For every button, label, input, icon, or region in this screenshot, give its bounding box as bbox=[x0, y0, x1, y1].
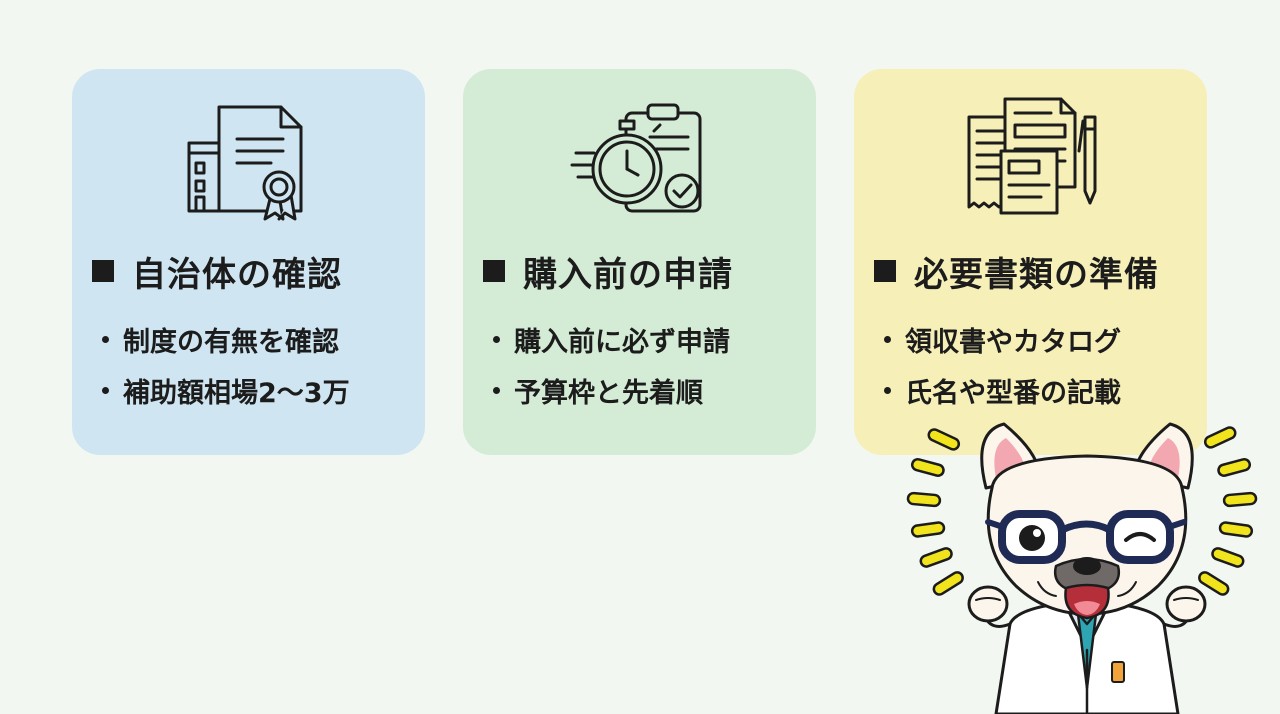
bullet-text: 購入前に必ず申請 bbox=[514, 326, 730, 358]
certificate-document-icon bbox=[179, 91, 319, 221]
list-item: 領収書やカタログ bbox=[884, 317, 1199, 361]
bullet-dot-icon bbox=[102, 386, 109, 394]
list-item: 補助額相場2〜3万 bbox=[102, 368, 417, 412]
title-square-icon bbox=[874, 260, 896, 282]
bullet-text: 予算枠と先着順 bbox=[514, 377, 703, 409]
card-document-preparation: 必要書類の準備 領収書やカタログ 氏名や型番の記載 bbox=[854, 69, 1207, 455]
card-title-text: 必要書類の準備 bbox=[914, 254, 1159, 295]
card-municipality-check: 自治体の確認 制度の有無を確認 補助額相場2〜3万 bbox=[72, 69, 425, 455]
bullet-dot-icon bbox=[884, 386, 891, 394]
bullet-text: 氏名や型番の記載 bbox=[905, 377, 1121, 409]
bullet-list: 領収書やカタログ 氏名や型番の記載 bbox=[884, 317, 1199, 419]
bullet-list: 購入前に必ず申請 予算枠と先着順 bbox=[493, 317, 808, 419]
bullet-text: 補助額相場2〜3万 bbox=[123, 377, 350, 409]
title-square-icon bbox=[483, 260, 505, 282]
card-title-text: 自治体の確認 bbox=[132, 254, 342, 295]
list-item: 氏名や型番の記載 bbox=[884, 368, 1199, 412]
bullet-dot-icon bbox=[493, 335, 500, 343]
bullet-dot-icon bbox=[493, 386, 500, 394]
list-item: 制度の有無を確認 bbox=[102, 317, 417, 361]
title-square-icon bbox=[92, 260, 114, 282]
bullet-dot-icon bbox=[884, 335, 891, 343]
card-title-text: 購入前の申請 bbox=[523, 254, 733, 295]
bullet-dot-icon bbox=[102, 335, 109, 343]
list-item: 予算枠と先着順 bbox=[493, 368, 808, 412]
card-pre-purchase-application: 購入前の申請 購入前に必ず申請 予算枠と先着順 bbox=[463, 69, 816, 455]
card-title: 購入前の申請 bbox=[483, 245, 808, 297]
card-title: 自治体の確認 bbox=[92, 245, 417, 297]
bullet-list: 制度の有無を確認 補助額相場2〜3万 bbox=[102, 317, 417, 419]
french-bulldog-doctor-icon bbox=[906, 418, 1266, 714]
bullet-text: 領収書やカタログ bbox=[905, 326, 1121, 358]
documents-pen-icon bbox=[961, 91, 1101, 221]
stopwatch-clipboard-icon bbox=[570, 91, 710, 221]
card-title: 必要書類の準備 bbox=[874, 245, 1199, 297]
bullet-text: 制度の有無を確認 bbox=[123, 326, 339, 358]
list-item: 購入前に必ず申請 bbox=[493, 317, 808, 361]
